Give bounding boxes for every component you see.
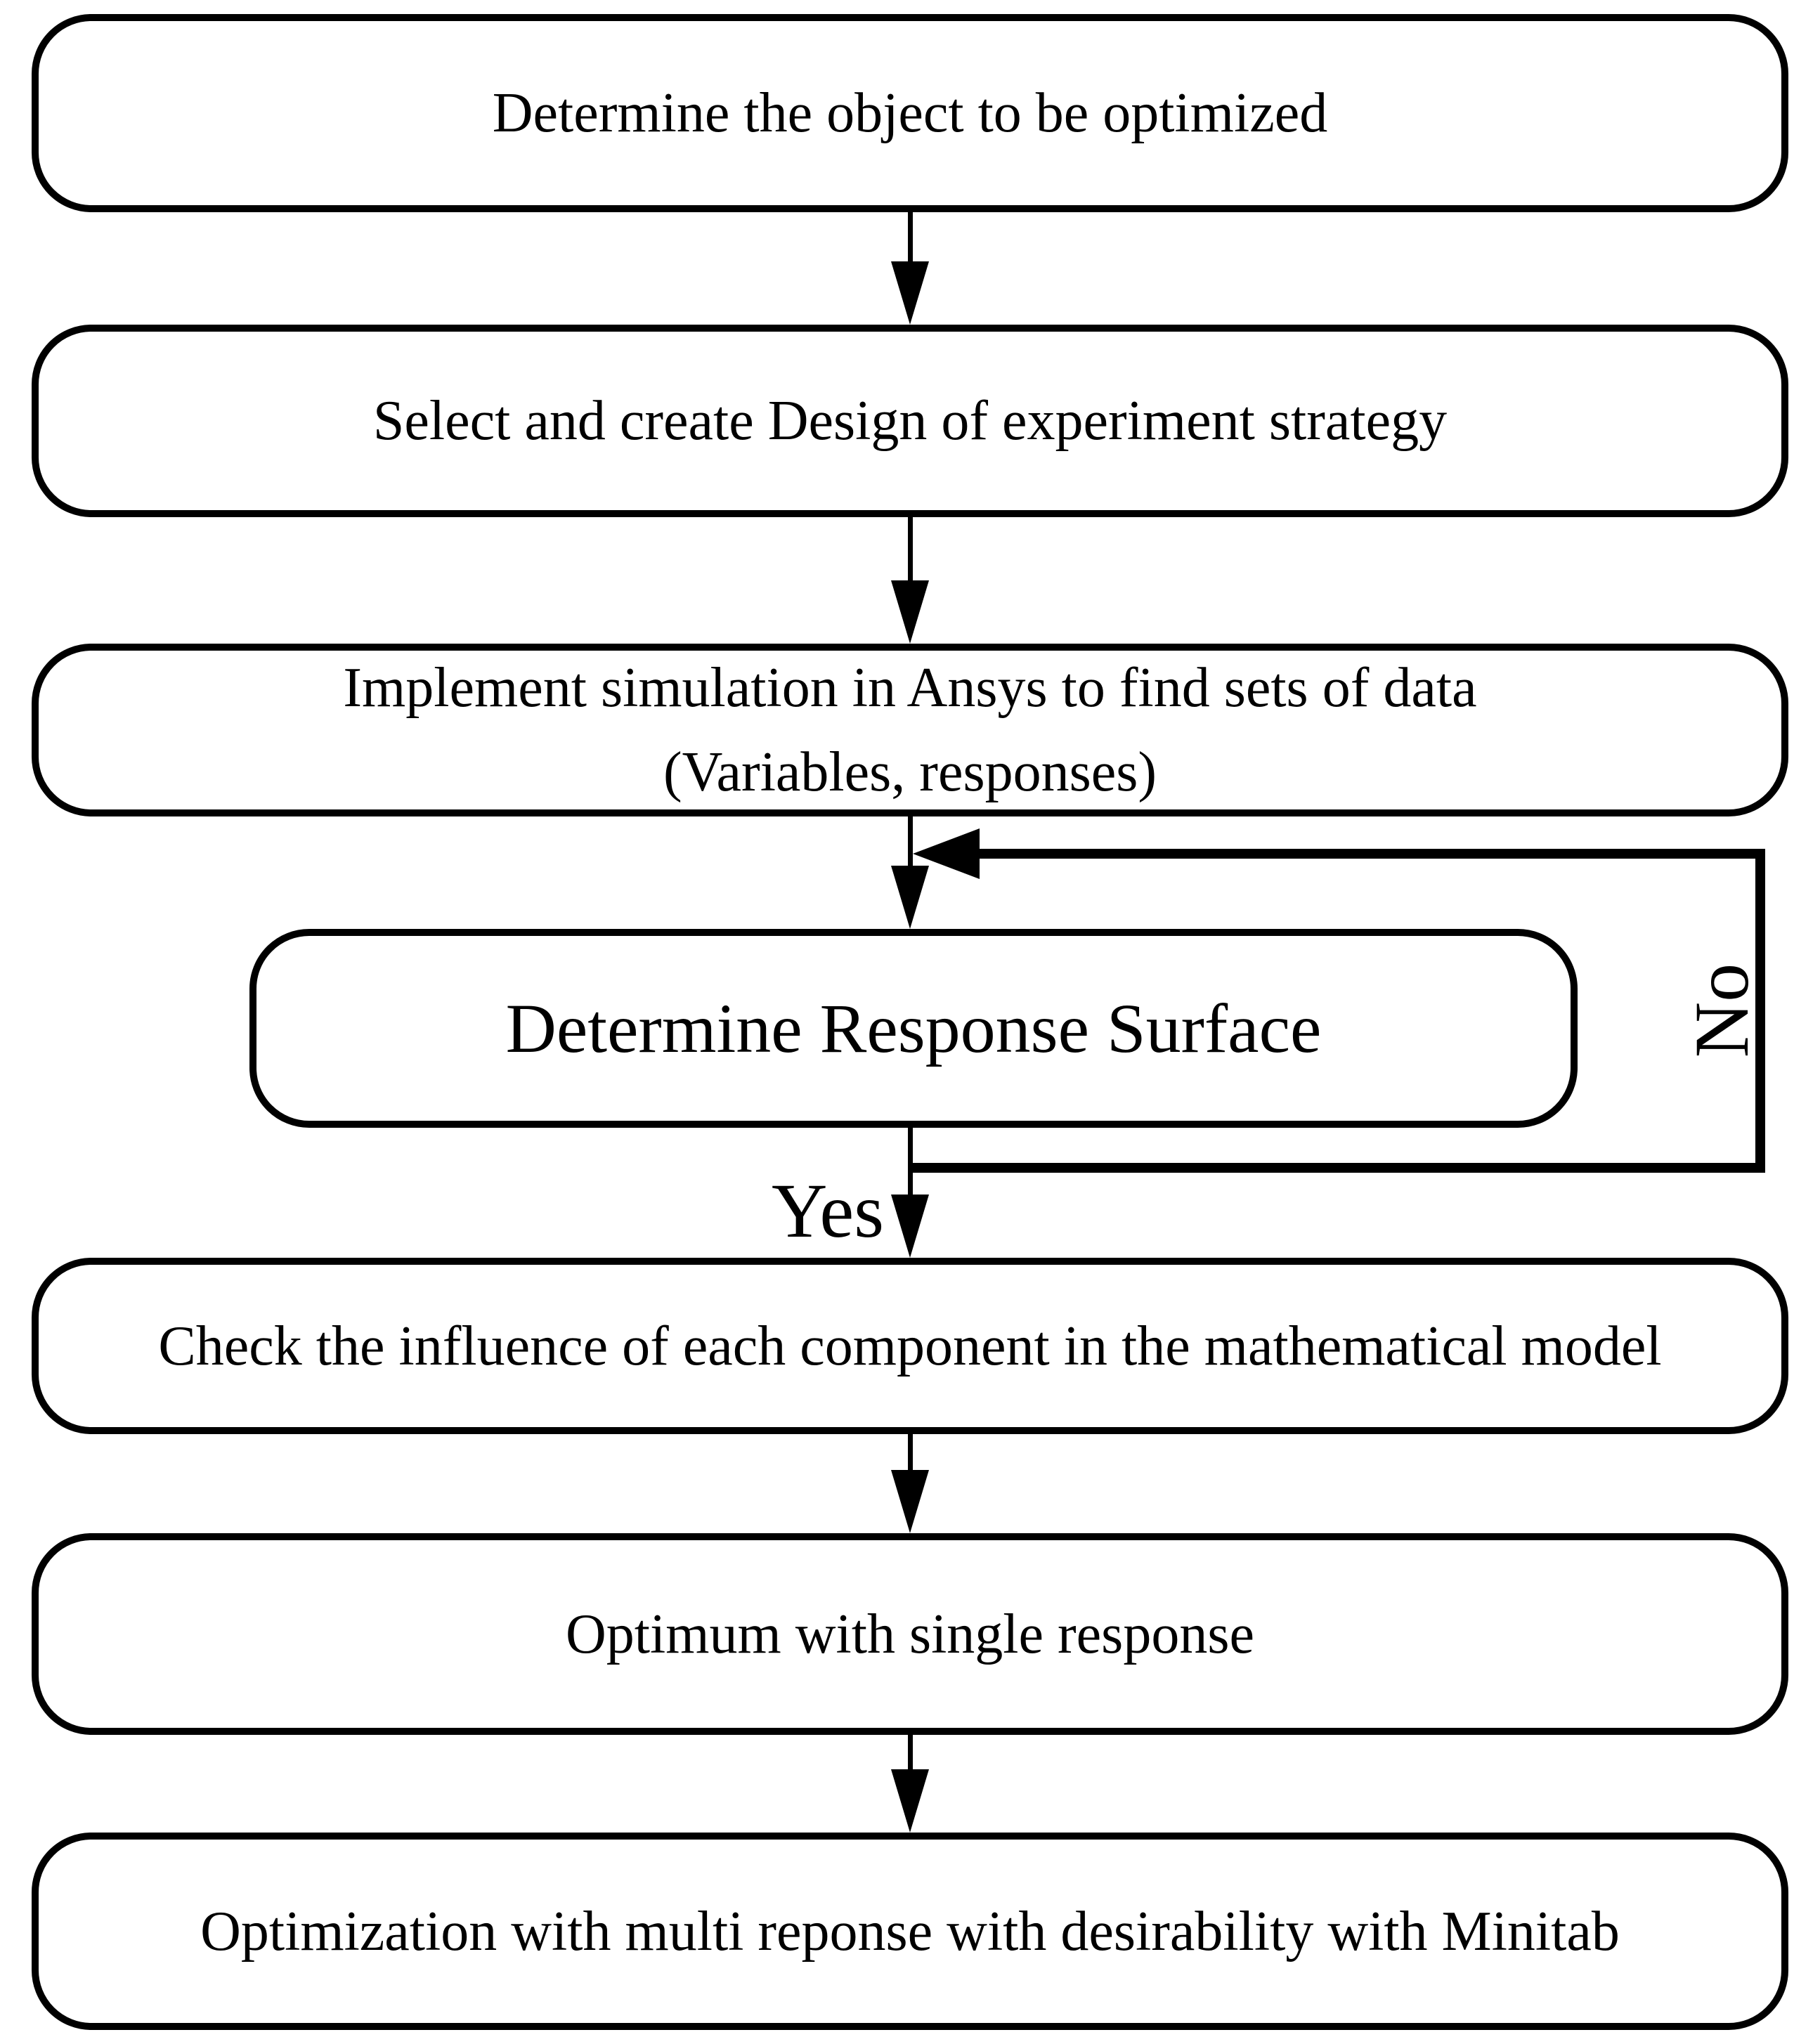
flow-node-optimization-multi: Optimization with multi reponse with des… xyxy=(32,1833,1788,2030)
flow-node-label: Determine the object to be optimized xyxy=(492,82,1328,144)
arrow-stem xyxy=(908,1128,913,1196)
flow-node-implement-simulation: Implement simulation in Ansys to find se… xyxy=(32,644,1788,816)
arrow-down-icon xyxy=(891,1470,929,1533)
no-label: No xyxy=(1679,963,1764,1058)
flow-node-optimum-single: Optimum with single response xyxy=(32,1533,1788,1735)
arrow-stem xyxy=(908,1434,913,1471)
flow-node-label: Determine Response Surface xyxy=(505,989,1322,1067)
no-loop-line-bottom xyxy=(911,1163,1765,1173)
arrow-stem xyxy=(908,1735,913,1771)
arrow-down-icon xyxy=(891,1195,929,1258)
arrow-stem xyxy=(908,212,913,263)
flow-node-label: Optimization with multi reponse with des… xyxy=(200,1900,1620,1963)
flow-node-label: Implement simulation in Ansys to find se… xyxy=(343,657,1477,719)
arrow-stem xyxy=(908,517,913,582)
arrow-left-icon xyxy=(913,828,980,879)
no-loop-line-right xyxy=(1755,849,1765,1173)
flow-node-label-line2: (Variables, responses) xyxy=(663,741,1157,803)
arrow-stem xyxy=(908,816,913,868)
flow-node-response-surface: Determine Response Surface xyxy=(249,929,1578,1128)
no-loop-line-top xyxy=(973,849,1765,859)
flow-node-check-influence: Check the influence of each component in… xyxy=(32,1258,1788,1434)
yes-label: Yes xyxy=(771,1168,884,1254)
flow-node-label: Select and create Design of experiment s… xyxy=(372,390,1448,452)
flow-node-label: Check the influence of each component in… xyxy=(158,1315,1662,1377)
arrow-down-icon xyxy=(891,1769,929,1833)
flow-node-determine-object: Determine the object to be optimized xyxy=(32,14,1788,212)
arrow-down-icon xyxy=(891,261,929,325)
arrow-down-icon xyxy=(891,580,929,644)
flow-node-select-doe: Select and create Design of experiment s… xyxy=(32,325,1788,517)
flow-node-label: Optimum with single response xyxy=(566,1603,1254,1665)
